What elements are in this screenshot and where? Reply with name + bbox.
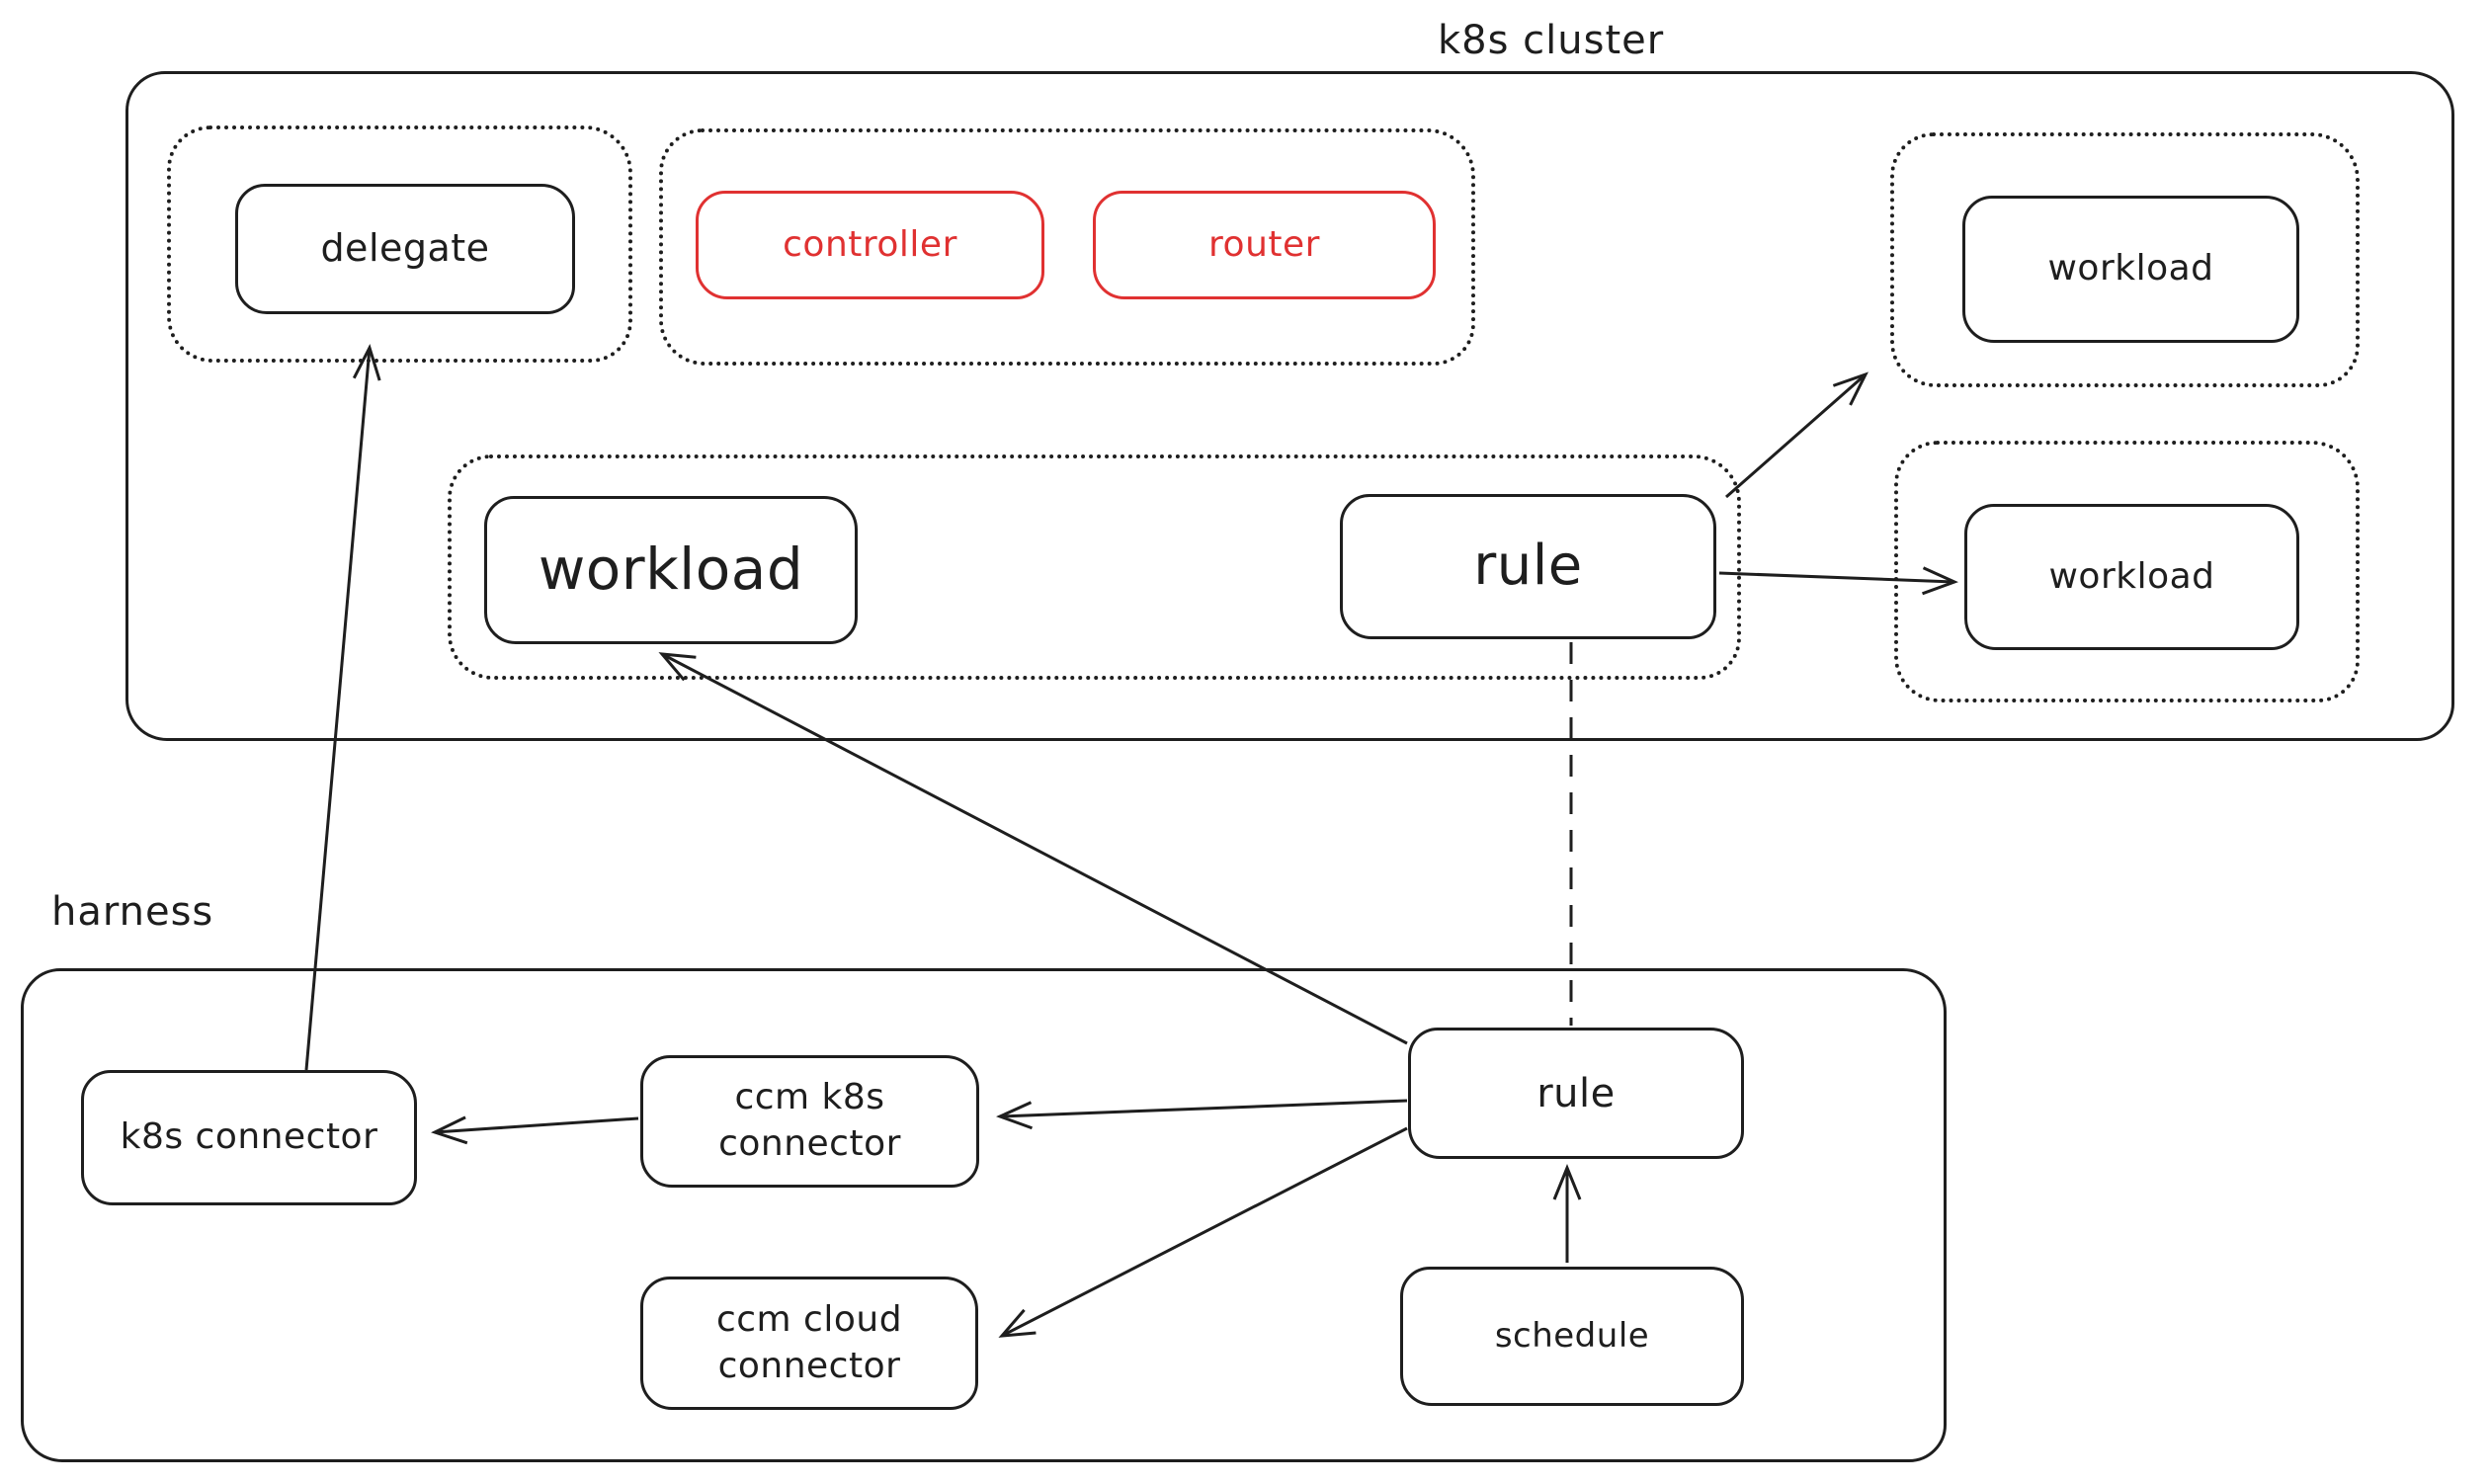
- delegate-node: delegate: [235, 184, 575, 314]
- workload-top-right-node: workload: [1962, 196, 2299, 343]
- k8s-connector-node: k8s connector: [81, 1070, 417, 1205]
- controller-router-group: [659, 128, 1475, 366]
- controller-node: controller: [696, 191, 1044, 299]
- k8s-cluster-title: k8s cluster: [1438, 18, 1665, 63]
- ccm-cloud-connector-node: ccm cloud connector: [640, 1277, 978, 1410]
- delegate-group: [167, 125, 632, 363]
- workload-bottom-right-group: [1894, 441, 2360, 702]
- schedule-node: schedule: [1400, 1267, 1744, 1406]
- rule-cluster-node: rule: [1340, 494, 1716, 639]
- ccm-k8s-connector-node: ccm k8s connector: [640, 1055, 979, 1188]
- router-node: router: [1093, 191, 1436, 299]
- workload-top-right-group: [1890, 132, 2360, 387]
- rule-harness-node: rule: [1408, 1028, 1744, 1159]
- workload-main-node: workload: [484, 496, 858, 644]
- workload-bottom-right-node: workload: [1964, 504, 2299, 650]
- harness-title: harness: [51, 889, 214, 935]
